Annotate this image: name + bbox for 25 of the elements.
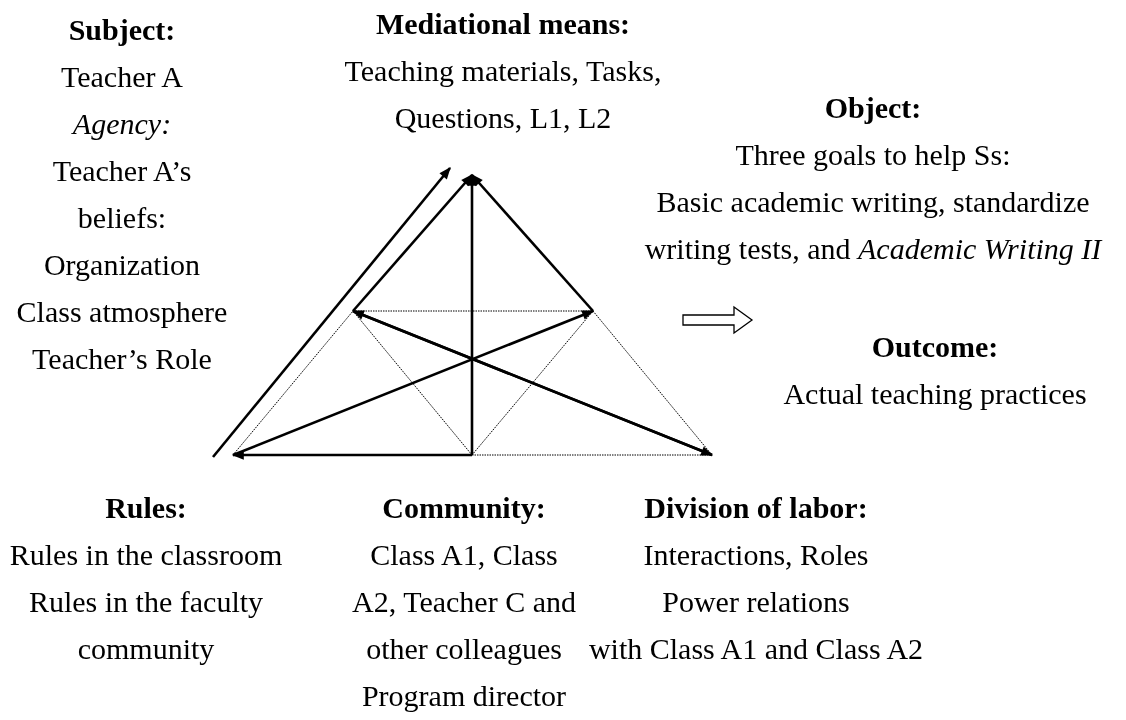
text: Teacher A — [60, 59, 184, 95]
text: Organization — [42, 247, 202, 283]
text: Basic academic writing, standardize writing tests, and Academic Writing II — [643, 184, 1104, 267]
heading: Division of labor: — [643, 490, 869, 526]
text: Class atmosphere — [15, 294, 229, 330]
text: with Class A1 and Class A2 — [587, 631, 925, 667]
text: Interactions, Roles — [642, 537, 870, 573]
text: Power relations — [661, 584, 851, 620]
text: Teaching materials, Tasks, Questions, L1, L2 — [343, 53, 663, 136]
text: Class A1, Class A2, Teacher C and other colleagues — [351, 537, 577, 667]
heading: Subject: — [67, 12, 177, 48]
block-arrow — [682, 305, 754, 335]
text: Rules in the faculty community — [27, 584, 265, 667]
heading: Mediational means: — [374, 6, 632, 42]
text: Agency: — [70, 106, 173, 142]
text: Teacher A’s beliefs: — [51, 153, 193, 236]
text: Teacher’s Role — [31, 341, 213, 377]
heading: Object: — [823, 90, 923, 126]
text: Program director — [360, 678, 568, 714]
text: Three goals to help Ss: — [734, 137, 1012, 173]
text: Actual teaching practices — [782, 376, 1088, 412]
heading: Outcome: — [870, 329, 1000, 365]
heading: Community: — [381, 490, 547, 526]
heading: Rules: — [104, 490, 188, 526]
text: Rules in the classroom — [8, 537, 284, 573]
